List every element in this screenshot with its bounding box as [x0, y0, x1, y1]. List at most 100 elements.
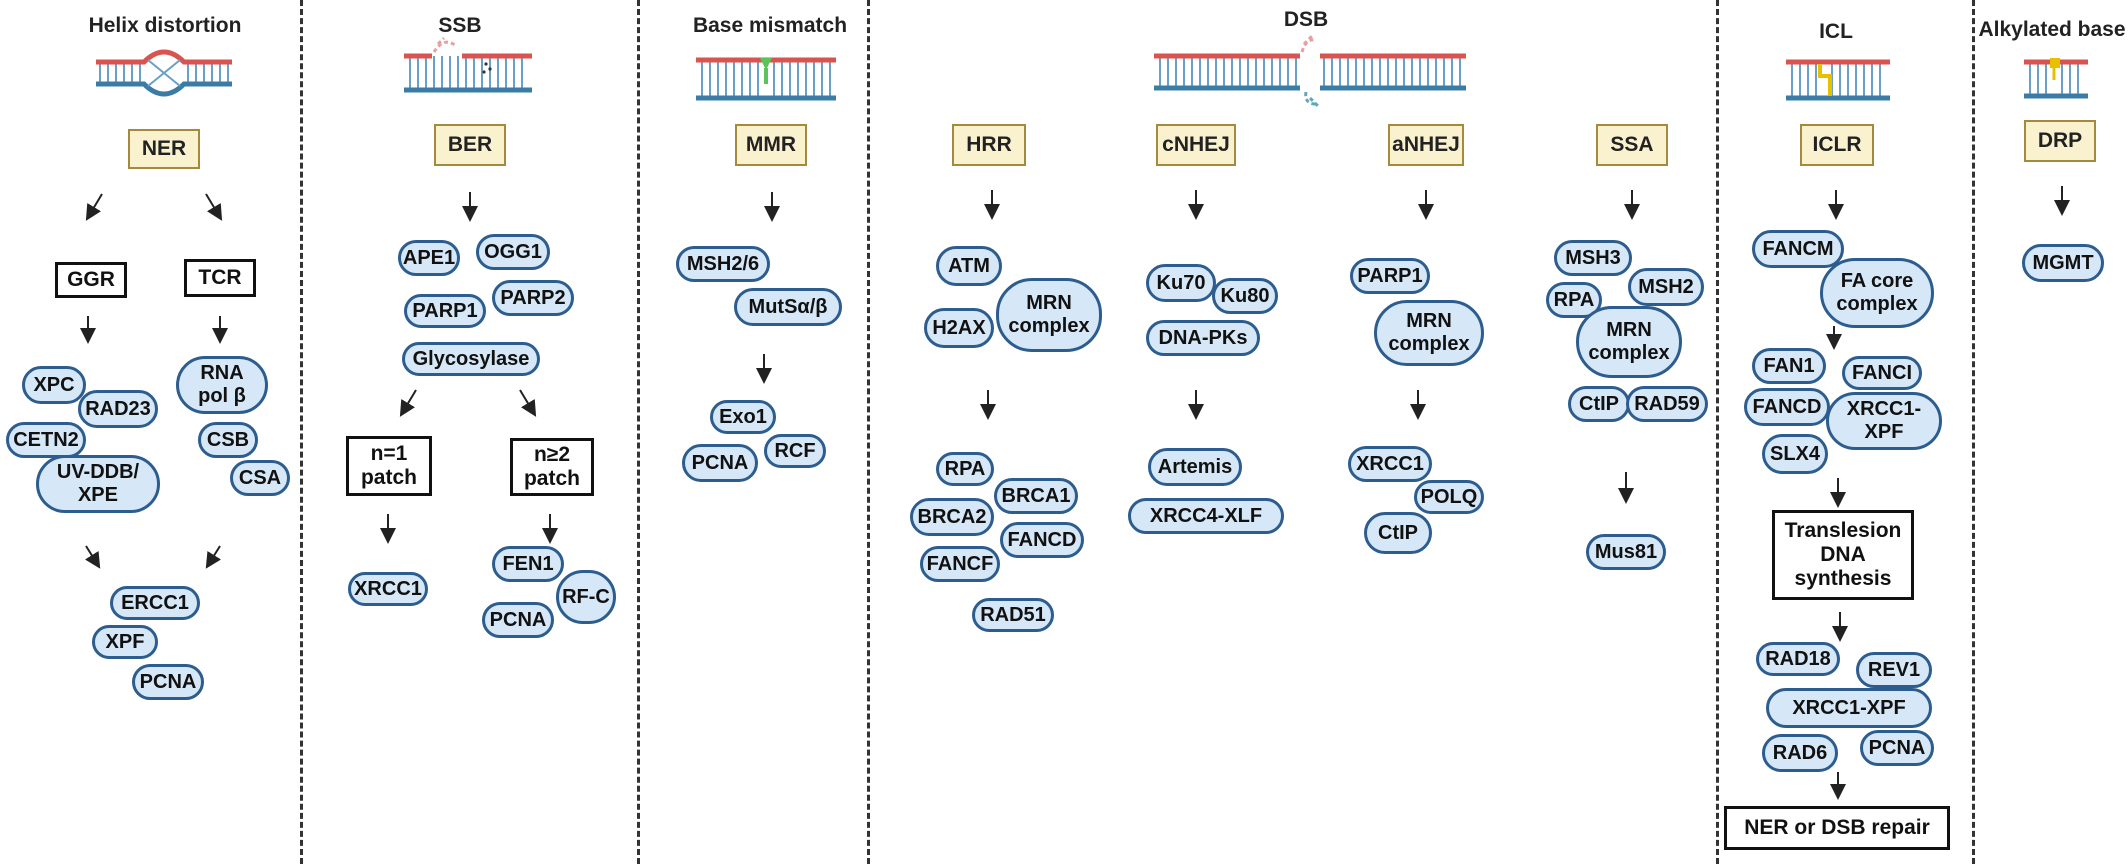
pathway-label-iclr: ICLR [1800, 124, 1874, 166]
protein-atm: ATM [936, 246, 1002, 286]
pathway-label-mmr: MMR [735, 124, 807, 166]
protein-xrcc1-xpf-complex: XRCC1-XPF [1766, 688, 1932, 728]
protein-fancf: FANCF [920, 546, 1000, 582]
pathway-label-ner: NER [128, 129, 200, 169]
protein-polq: POLQ [1414, 480, 1484, 514]
protein-brca2: BRCA2 [910, 498, 994, 536]
protein-cetn2: CETN2 [6, 422, 86, 458]
damage-title-dsb: DSB [1283, 8, 1329, 31]
protein-msh2: MSH2 [1628, 268, 1704, 306]
protein-fanci: FANCI [1842, 356, 1922, 390]
protein-ku70: Ku70 [1146, 264, 1216, 302]
protein-csb: CSB [198, 422, 258, 458]
protein-mgmt: MGMT [2022, 244, 2104, 282]
branch-single-nucleotide-patch: n=1 patch [346, 436, 432, 496]
protein-rpa: RPA [936, 452, 994, 486]
protein-artemis: Artemis [1148, 448, 1242, 486]
damage-title-helix-distortion: Helix distortion [88, 14, 242, 37]
protein-pcna: PCNA [682, 444, 758, 482]
alkylated-base-dna-icon [2024, 58, 2088, 99]
protein-pcna: PCNA [1860, 730, 1934, 766]
pathway-label-drp: DRP [2024, 120, 2096, 162]
protein-pcna: PCNA [132, 664, 204, 700]
protein-rf-c: RF-C [556, 570, 616, 624]
protein-parp1: PARP1 [1350, 258, 1430, 294]
protein-muts-alpha-beta: MutSα/β [734, 288, 842, 326]
protein-mrn-complex: MRN complex [1576, 306, 1682, 378]
damage-title-ssb: SSB [438, 14, 482, 37]
protein-ape1: APE1 [398, 240, 460, 276]
pathway-label-ber: BER [434, 124, 506, 166]
damage-title-alkylated-base: Alkylated base [1978, 18, 2126, 41]
protein-csa: CSA [230, 460, 290, 496]
protein-xrcc1: XRCC1 [1348, 446, 1432, 482]
protein-rad18: RAD18 [1756, 642, 1840, 676]
protein-ogg1: OGG1 [476, 234, 550, 270]
step-translesion-dna-synthesis: Translesion DNA synthesis [1772, 510, 1914, 600]
pathway-label-ssa: SSA [1596, 124, 1668, 166]
base-mismatch-dna-icon [696, 57, 836, 101]
protein-xrcc4-xlf: XRCC4-XLF [1128, 498, 1284, 534]
double-strand-break-dna-icon [1154, 34, 1466, 108]
protein-ctip: CtIP [1568, 386, 1630, 422]
protein-slx4: SLX4 [1762, 434, 1828, 474]
protein-ku80: Ku80 [1212, 278, 1278, 314]
interstrand-crosslink-dna-icon [1786, 59, 1890, 101]
protein-h2ax: H2AX [924, 308, 994, 348]
arrows-iclr [1826, 190, 1848, 800]
protein-rad6: RAD6 [1762, 734, 1838, 772]
protein-xrcc1: XRCC1 [348, 572, 428, 606]
arrows-ner [80, 193, 228, 569]
arrows-ber [380, 192, 558, 544]
protein-msh3: MSH3 [1554, 240, 1632, 276]
pathway-label-anhej: aNHEJ [1388, 124, 1464, 166]
column-separator [867, 0, 870, 864]
protein-ercc1: ERCC1 [110, 586, 200, 620]
helix-distortion-dna-icon [96, 49, 232, 97]
column-separator [300, 0, 303, 864]
protein-rna-pol-beta: RNA pol β [176, 356, 268, 414]
protein-mrn-complex: MRN complex [996, 278, 1102, 352]
protein-parp2: PARP2 [492, 280, 574, 316]
damage-title-base-mismatch: Base mismatch [692, 14, 848, 37]
protein-xpf: XPF [92, 625, 158, 659]
protein-xpc: XPC [22, 366, 86, 404]
branch-long-patch: n≥2 patch [510, 438, 594, 496]
protein-rcf: RCF [764, 434, 826, 468]
protein-dna-pks: DNA-PKs [1146, 320, 1260, 356]
protein-rev1: REV1 [1856, 652, 1932, 688]
protein-mrn-complex: MRN complex [1374, 300, 1484, 366]
protein-parp1: PARP1 [404, 294, 486, 328]
branch-tcr: TCR [184, 259, 256, 297]
protein-brca1: BRCA1 [994, 478, 1078, 514]
single-strand-break-dna-icon [404, 36, 532, 93]
pathway-label-cnhej: cNHEJ [1156, 124, 1236, 166]
protein-msh2-6: MSH2/6 [676, 246, 770, 282]
pathway-label-hrr: HRR [952, 124, 1026, 166]
column-separator [637, 0, 640, 864]
arrows-dsb [980, 190, 1640, 504]
protein-fancm: FANCM [1752, 230, 1844, 268]
protein-xrcc1-xpf: XRCC1- XPF [1826, 392, 1942, 450]
protein-fa-core-complex: FA core complex [1820, 258, 1934, 328]
column-separator [1716, 0, 1719, 864]
column-separator [1972, 0, 1975, 864]
protein-rad59: RAD59 [1626, 386, 1708, 422]
protein-mus81: Mus81 [1586, 534, 1666, 570]
protein-uv-ddb-xpe: UV-DDB/ XPE [36, 455, 160, 513]
protein-exo1: Exo1 [710, 400, 776, 434]
protein-rad23: RAD23 [78, 390, 158, 428]
protein-ctip: CtIP [1364, 512, 1432, 554]
step-ner-or-dsb-repair: NER or DSB repair [1724, 806, 1950, 850]
branch-ggr: GGR [55, 262, 127, 298]
arrows-mmr [756, 192, 780, 384]
damage-title-icl: ICL [1819, 20, 1853, 43]
protein-fan1: FAN1 [1752, 348, 1826, 384]
protein-fen1: FEN1 [492, 546, 564, 582]
protein-glycosylase: Glycosylase [402, 342, 540, 376]
protein-pcna: PCNA [482, 602, 554, 638]
protein-fancd: FANCD [1000, 522, 1084, 558]
protein-rad51: RAD51 [972, 598, 1054, 632]
